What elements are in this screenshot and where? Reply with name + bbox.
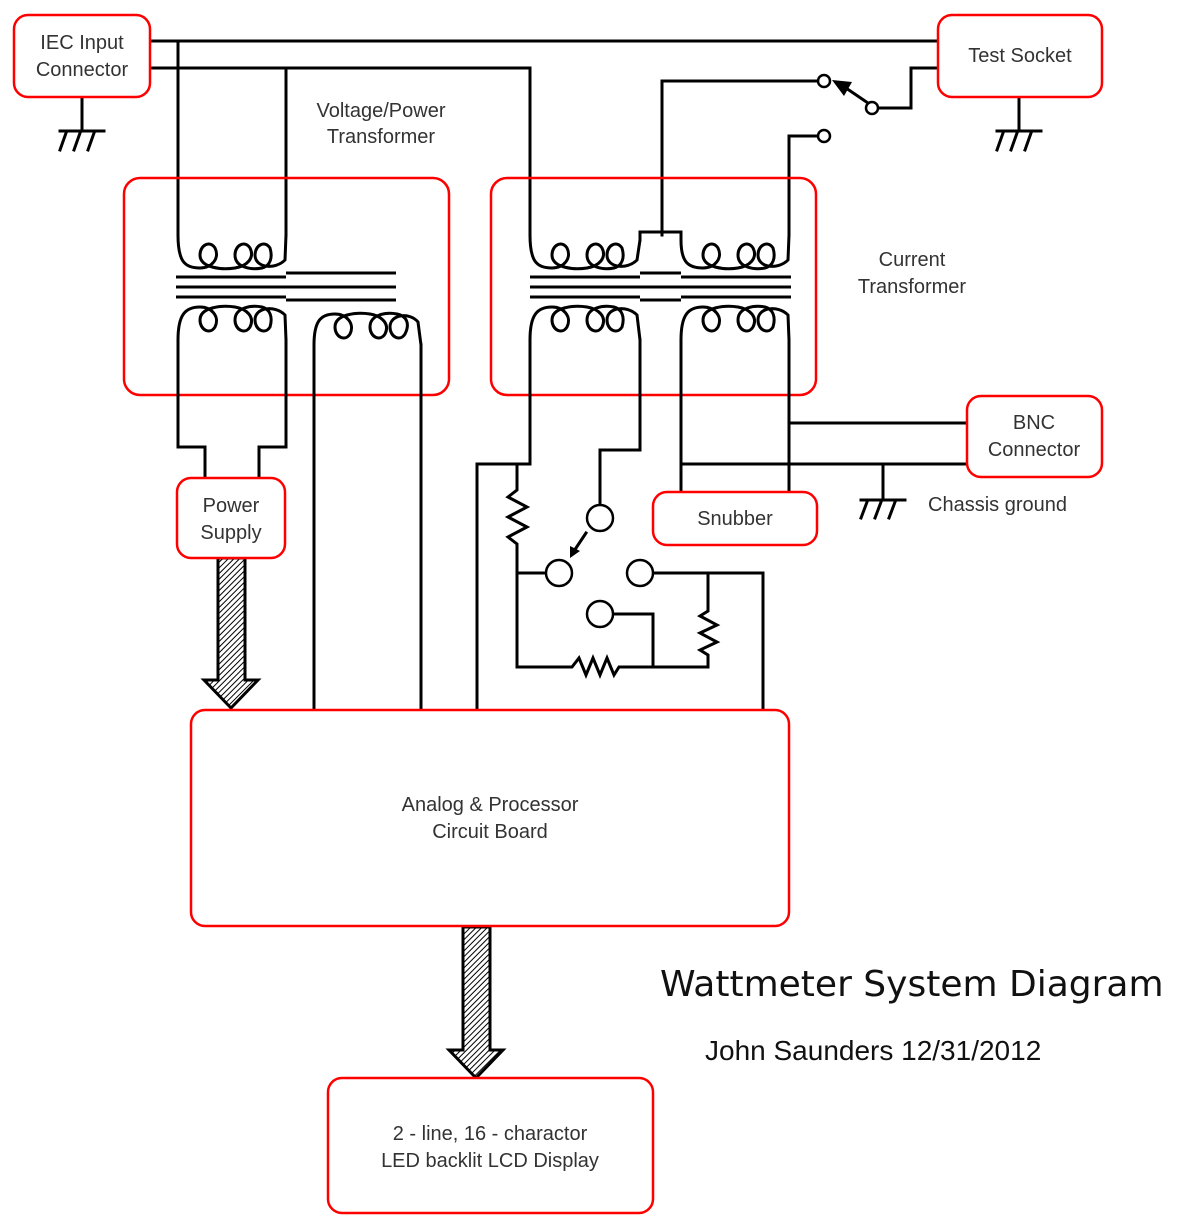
power-supply-label-2: Supply	[200, 522, 261, 544]
range-switch-terminal	[544, 558, 574, 588]
range-switch-top	[660, 66, 1021, 237]
voltage-transformer-label-2: Transformer	[327, 126, 436, 148]
vt-secondary-coil-2	[312, 311, 423, 346]
power-supply-label-1: Power	[203, 495, 260, 517]
ground-icon	[995, 129, 1043, 152]
range-switch-arrow-icon	[570, 546, 580, 558]
data-arrow-icon	[445, 925, 507, 1081]
ct-enclosure	[489, 176, 818, 397]
range-switch-arm	[571, 530, 589, 554]
author-date: John Saunders 12/31/2012	[705, 1035, 1041, 1066]
range-switch-terminal	[625, 558, 655, 588]
iec-input-label-2: Connector	[36, 59, 129, 81]
vt-secondary-coil-1	[176, 304, 288, 341]
snubber-label: Snubber	[697, 508, 773, 530]
switch-terminal-2	[816, 128, 832, 144]
ct-center-tap-lead	[660, 79, 820, 237]
vt-to-psu-b	[257, 338, 288, 480]
switch-common-terminal	[864, 100, 880, 116]
test-socket-neutral	[876, 66, 940, 110]
lcd-display: 2 - line, 16 - charactor LED backlit LCD…	[326, 1076, 655, 1215]
display-label-1: 2 - line, 16 - charactor	[393, 1123, 588, 1145]
processor-board: Analog & Processor Circuit Board	[189, 708, 791, 928]
bnc-label-2: Connector	[988, 439, 1081, 461]
processor-label-1: Analog & Processor	[402, 794, 579, 816]
bnc-label-1: BNC	[1013, 412, 1055, 434]
diagram-title: Wattmeter System Diagram	[660, 964, 1164, 1005]
range-switch-terminal	[585, 503, 615, 533]
switch-arrow-icon	[832, 80, 852, 96]
snubber: Snubber	[651, 490, 819, 547]
resistor-icon	[515, 654, 655, 679]
chassis-ground-label: Chassis ground	[928, 494, 1067, 516]
processor-label-2: Circuit Board	[432, 821, 548, 843]
bnc-connector: BNC Connector	[965, 394, 1104, 479]
switch-terminal-1	[816, 73, 832, 89]
current-transformer-label-2: Transformer	[858, 276, 967, 298]
mains-wires	[80, 39, 940, 237]
resistor-icon	[504, 462, 548, 575]
current-transformer	[489, 176, 818, 397]
power-supply: Power Supply	[175, 476, 287, 560]
vt-to-psu-a	[176, 338, 207, 480]
range-switch-terminal	[585, 599, 615, 629]
vt-primary-coil	[176, 234, 288, 271]
power-arrow-icon	[200, 556, 262, 711]
test-socket: Test Socket	[936, 13, 1104, 99]
burden-network	[475, 338, 969, 712]
current-transformer-label-1: Current	[879, 249, 946, 271]
iec-input-label-1: IEC Input	[40, 32, 124, 54]
voltage-transformer	[122, 176, 451, 712]
voltage-transformer-label-1: Voltage/Power	[317, 100, 446, 122]
display-label-2: LED backlit LCD Display	[381, 1150, 599, 1172]
test-socket-label: Test Socket	[968, 45, 1072, 67]
chassis-ground-icon	[859, 462, 907, 520]
ct-right-lead	[787, 134, 820, 237]
iec-input-connector: IEC Input Connector	[12, 13, 152, 99]
ground-icon	[58, 129, 106, 152]
